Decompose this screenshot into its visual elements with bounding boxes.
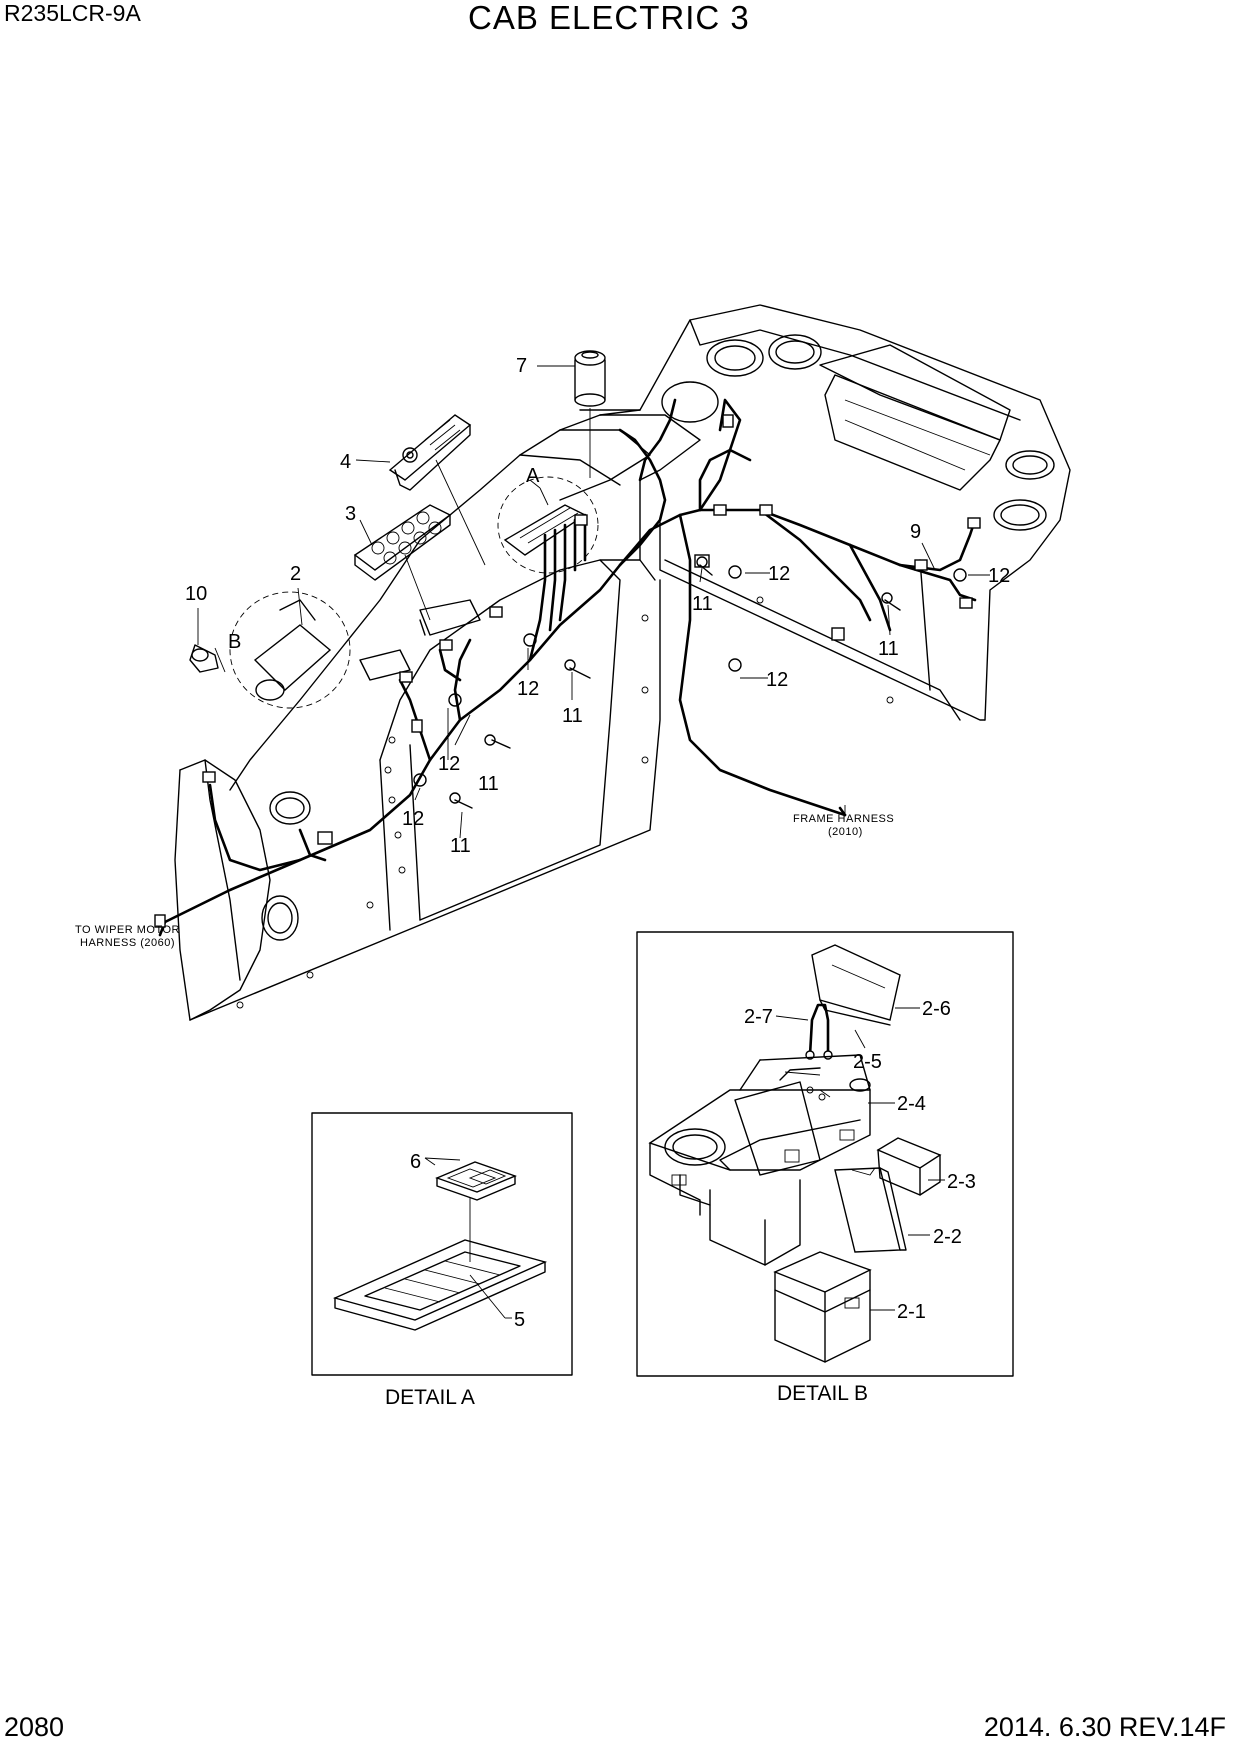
callout-labels: 7 4 3 2 10 B A 9 12 12 11 11 12 12 11 12… <box>185 355 1010 1331</box>
detail-b-box <box>636 931 1014 1377</box>
cab-console-assembly <box>174 304 1071 1021</box>
revision-date: 2014. 6.30 REV.14F <box>983 1712 1226 1742</box>
callout-12-b: 12 <box>988 565 1010 587</box>
page-number: 2080 <box>4 1712 65 1742</box>
detail-b-label: DETAIL B <box>777 1382 868 1405</box>
detail-b-marker: B <box>228 631 241 653</box>
callout-2-1: 2-1 <box>897 1301 926 1323</box>
callout-5: 5 <box>514 1309 525 1331</box>
callout-3: 3 <box>345 503 356 525</box>
wiper-motor-note-line2: HARNESS (2060) <box>80 937 175 949</box>
callout-2: 2 <box>290 563 301 585</box>
callout-12-a: 12 <box>768 563 790 585</box>
callout-2-5: 2-5 <box>853 1051 882 1073</box>
page-title: CAB ELECTRIC 3 <box>468 0 750 36</box>
frame-harness-ref: (2010) <box>828 826 863 838</box>
callout-2-4: 2-4 <box>897 1093 926 1115</box>
callout-2-7: 2-7 <box>744 1006 773 1028</box>
callout-11-d: 11 <box>478 773 499 795</box>
harness-notes: FRAME HARNESS (2010) TO WIPER MOTOR HARN… <box>75 813 894 949</box>
detail-a-label: DETAIL A <box>385 1386 475 1409</box>
callout-2-3: 2-3 <box>947 1171 976 1193</box>
callout-7: 7 <box>516 355 527 377</box>
detail-a-box <box>311 1112 573 1376</box>
callout-11-b: 11 <box>878 638 899 660</box>
wiring-harness <box>154 398 981 937</box>
callout-11-e: 11 <box>450 835 471 857</box>
callout-4: 4 <box>340 451 351 473</box>
callout-12-c: 12 <box>766 669 788 691</box>
callout-12-e: 12 <box>438 753 460 775</box>
callout-2-6: 2-6 <box>922 998 951 1020</box>
callout-11-a: 11 <box>692 593 713 615</box>
callout-9: 9 <box>910 521 921 543</box>
model-number: R235LCR-9A <box>4 0 141 26</box>
callout-12-f: 12 <box>402 808 424 830</box>
callout-11-c: 11 <box>562 705 583 727</box>
leader-lines <box>197 365 990 839</box>
callout-12-d: 12 <box>517 678 539 700</box>
callout-10: 10 <box>185 583 207 605</box>
callout-2-2: 2-2 <box>933 1226 962 1248</box>
frame-harness-note: FRAME HARNESS <box>793 813 894 825</box>
wiper-motor-note-line1: TO WIPER MOTOR <box>75 924 180 936</box>
detail-a-marker: A <box>526 465 540 487</box>
callout-6: 6 <box>410 1151 421 1173</box>
